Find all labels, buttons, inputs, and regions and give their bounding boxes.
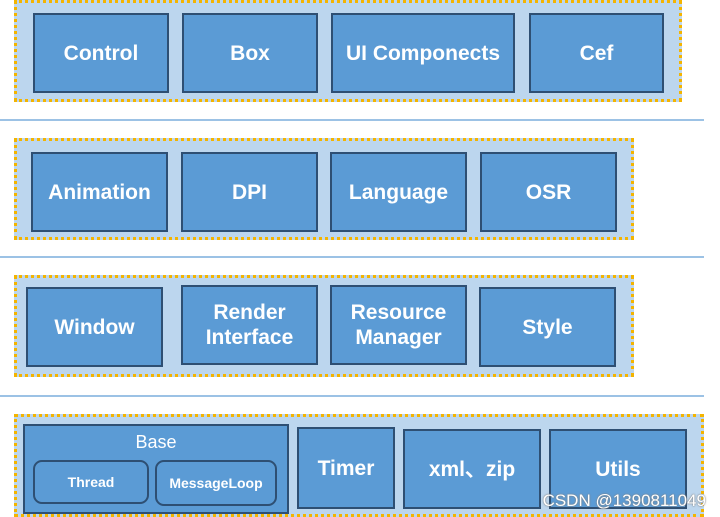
utils-box: Utils (549, 429, 687, 509)
layer-separator (0, 256, 704, 258)
render-label: Render (213, 301, 286, 324)
animation-box: Animation (31, 152, 168, 232)
feature-layer-panel: Animation DPI Language OSR (14, 138, 634, 240)
box-box: Box (182, 13, 318, 93)
cef-box: Cef (529, 13, 664, 93)
box-label: Box (230, 41, 270, 65)
animation-label: Animation (48, 180, 151, 204)
style-label: Style (522, 315, 573, 339)
thread-label: Thread (67, 474, 115, 490)
language-box: Language (330, 152, 467, 232)
ui-components-box: UI Componects (331, 13, 515, 93)
manager-label: Manager (355, 326, 442, 349)
timer-label: Timer (317, 456, 375, 480)
xml-zip-label: xml、zip (428, 457, 516, 481)
layer-separator (0, 119, 704, 121)
window-label: Window (54, 315, 135, 339)
ui-layer-panel: Control Box UI Componects Cef (14, 0, 682, 102)
osr-box: OSR (480, 152, 617, 232)
utils-label: Utils (595, 457, 641, 481)
cef-label: Cef (579, 41, 614, 65)
control-box: Control (33, 13, 169, 93)
messageloop-label: MessageLoop (169, 475, 263, 491)
ui-components-label: UI Componects (345, 41, 500, 65)
osr-label: OSR (525, 180, 572, 204)
messageloop-box: MessageLoop (155, 460, 277, 506)
render-interface-box: Render Interface (181, 285, 318, 365)
dpi-label: DPI (231, 180, 267, 204)
xml-zip-box: xml、zip (403, 429, 541, 509)
window-box: Window (26, 287, 163, 367)
control-label: Control (63, 41, 139, 65)
csdn-watermark: CSDN @1390811049 (542, 491, 706, 510)
resource-label: Resource (350, 301, 447, 324)
dpi-box: DPI (181, 152, 318, 232)
language-label: Language (348, 180, 449, 204)
timer-box: Timer (297, 427, 395, 509)
thread-box: Thread (33, 460, 149, 504)
interface-label: Interface (205, 326, 294, 349)
layer-separator (0, 395, 704, 397)
base-title: Base (135, 432, 177, 452)
resource-manager-box: Resource Manager (330, 285, 467, 365)
style-box: Style (479, 287, 616, 367)
core-layer-panel: Window Render Interface Resource Manager… (14, 275, 634, 377)
base-layer-panel: Base Thread MessageLoop Timer xml、zip Ut… (14, 414, 704, 517)
base-box: Base Thread MessageLoop (23, 424, 289, 514)
